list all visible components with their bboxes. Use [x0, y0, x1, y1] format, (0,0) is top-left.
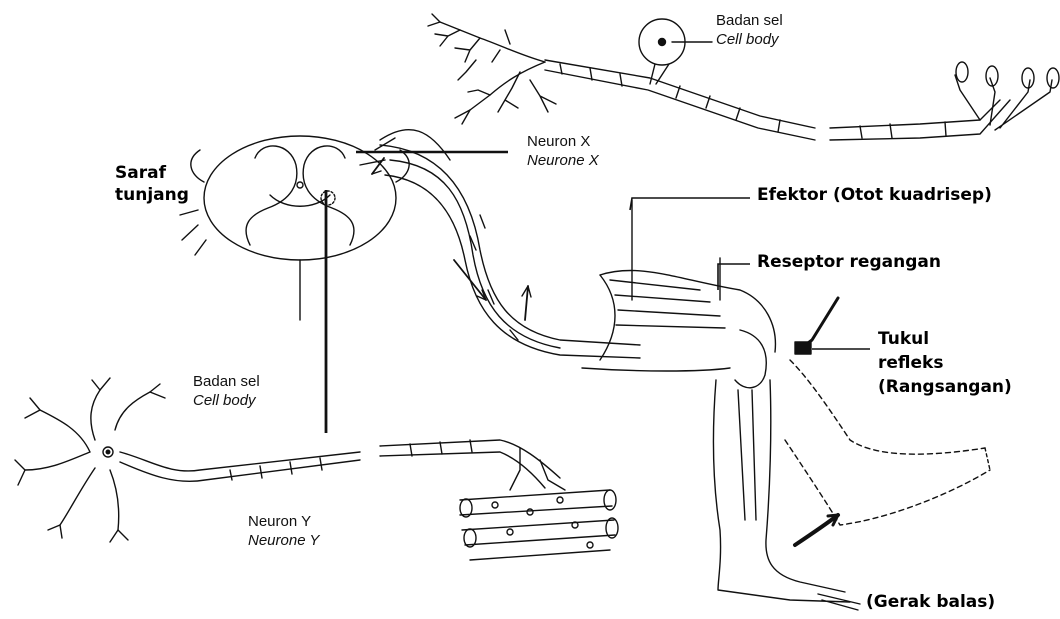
reflex-hammer-illustration	[795, 298, 838, 354]
reflex-hammer-label-line2: refleks	[878, 352, 943, 374]
nerve-bundle	[380, 145, 640, 358]
neuron-y-label: Neuron Y	[248, 513, 311, 530]
neuron-x-label: Neuron X	[527, 133, 590, 150]
cell-body-left-label: Badan sel	[193, 373, 260, 390]
effector-pointer-line	[630, 198, 750, 210]
cell-body-top-label: Badan sel	[716, 12, 783, 29]
reflex-hammer-label-line1: Tukul	[878, 328, 929, 350]
stretch-receptor-label: Reseptor regangan	[757, 253, 941, 273]
reflex-hammer-label-line3: (Rangsangan)	[878, 376, 1012, 398]
spinal-cord-label-line1: Saraf	[115, 162, 166, 184]
effector-label: Efektor (Otot kuadrisep)	[757, 186, 992, 206]
neuron-y-label-en: Neurone Y	[248, 532, 319, 549]
neuron-x-label-en: Neurone X	[527, 152, 599, 169]
spinal-cord-label-line2: tunjang	[115, 184, 189, 206]
cell-body-left-label-en: Cell body	[193, 392, 256, 409]
cell-body-top-label-en: Cell body	[716, 31, 779, 48]
response-label: (Gerak balas)	[866, 593, 995, 613]
spinal-cord-section	[180, 130, 450, 320]
